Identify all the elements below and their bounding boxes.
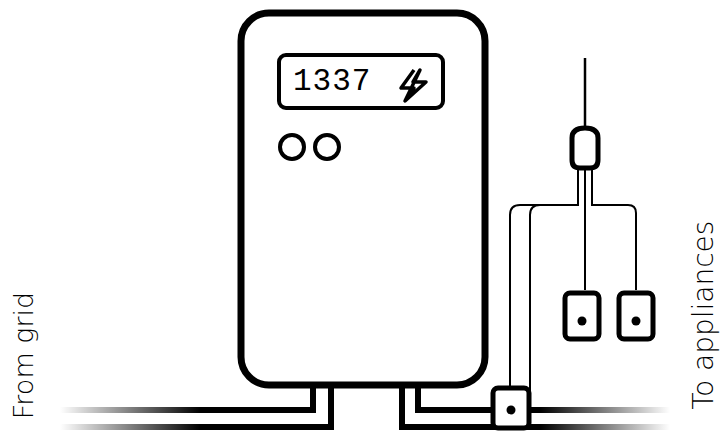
outlet [619, 293, 653, 339]
meter-housing [241, 13, 485, 385]
meter-button [280, 135, 304, 159]
appliance-wire [402, 384, 670, 427]
destination-label: To appliances [690, 221, 718, 410]
meter-button [315, 135, 339, 159]
outlet [565, 293, 599, 339]
split-wire [510, 205, 520, 395]
appliance-wire [528, 407, 670, 413]
outlet [493, 388, 529, 428]
cable [584, 58, 587, 128]
split-wire [530, 168, 578, 395]
grid-wire [60, 384, 331, 427]
split-wire [592, 168, 636, 290]
display-window: 1337 [277, 53, 445, 110]
split-wire [584, 168, 586, 290]
meter-reading: 1337 [293, 66, 371, 97]
lightning-symbol [401, 70, 426, 101]
source-label: From grid [11, 291, 38, 418]
plug [572, 128, 598, 168]
